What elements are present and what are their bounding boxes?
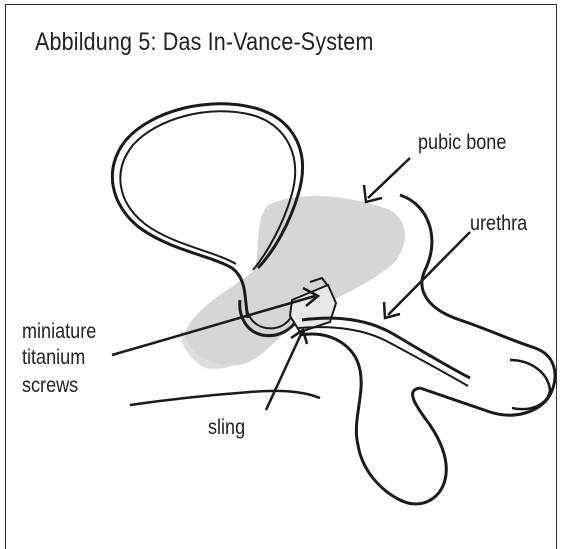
pubic-bone-shading <box>185 196 405 365</box>
label-sling: sling <box>208 415 245 441</box>
label-screws-line3: screws <box>22 373 78 399</box>
perineum-outline <box>130 391 320 405</box>
label-pubic-bone: pubic bone <box>418 130 506 156</box>
glans <box>510 360 550 409</box>
scrotum-outline <box>300 334 446 504</box>
bladder-inner <box>120 111 295 270</box>
label-urethra: urethra <box>470 211 527 237</box>
label-screws-line2: titanium <box>22 345 85 371</box>
label-screws-line1: miniature <box>22 319 96 345</box>
